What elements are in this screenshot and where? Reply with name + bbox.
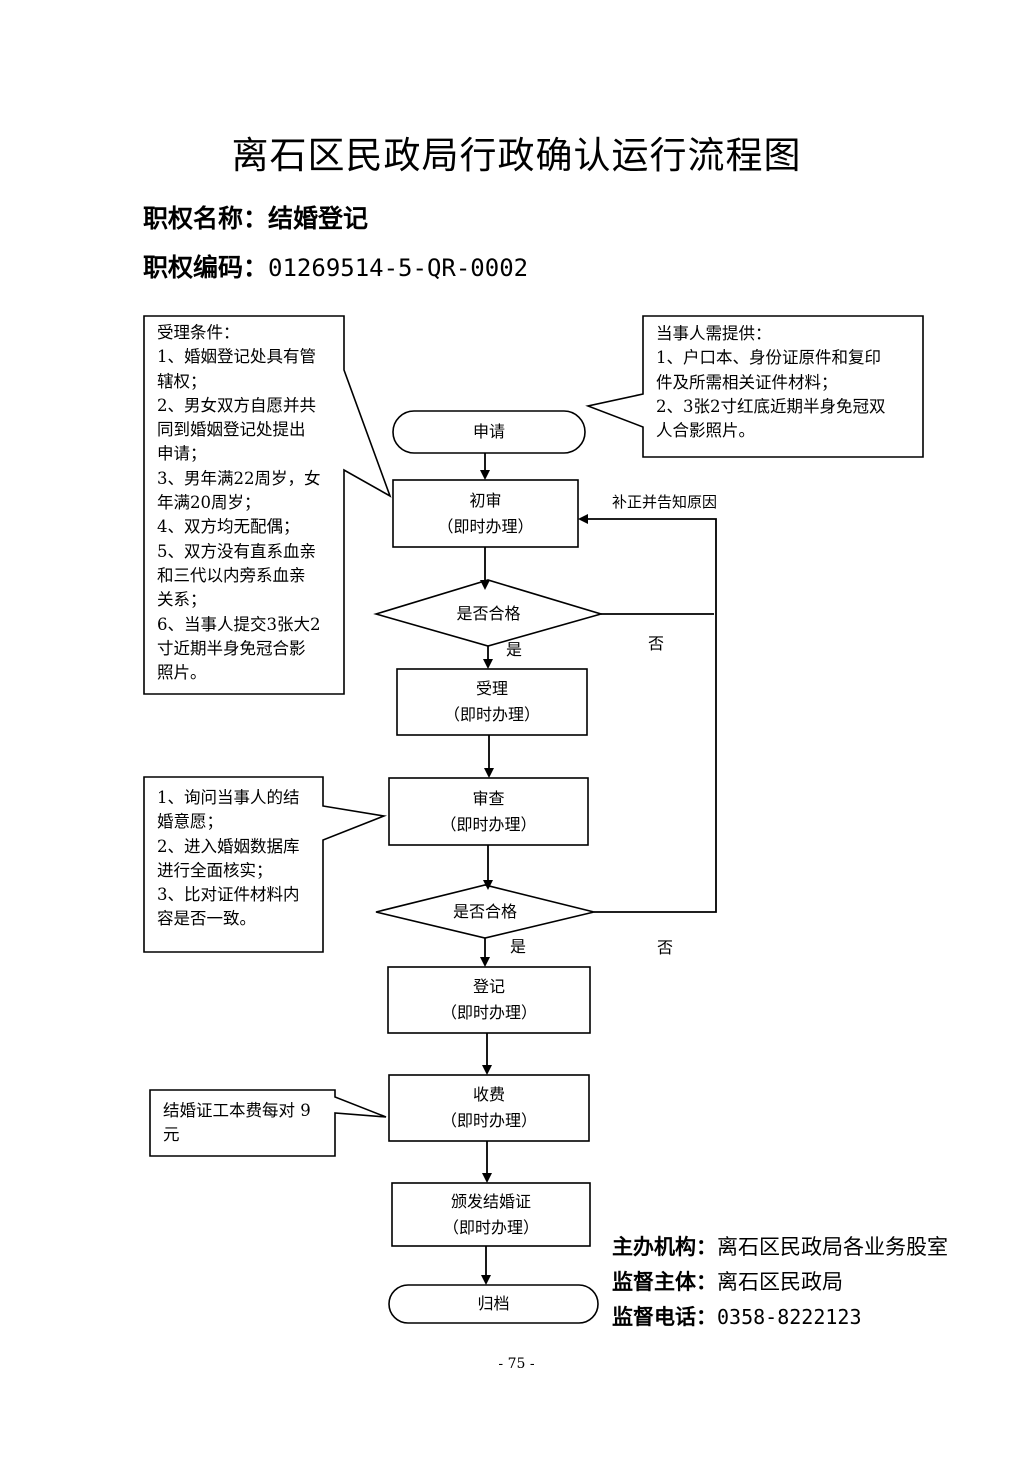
- node-label: 归档: [477, 1294, 510, 1313]
- footer-org-label: 主办机构：: [612, 1235, 717, 1259]
- node-label: 受理: [475, 679, 508, 698]
- callout-line: 2、男女双方自愿并共: [157, 395, 316, 415]
- node-review: 审查 （即时办理）: [389, 778, 588, 845]
- node-check1: 是否合格: [376, 598, 601, 630]
- node-sublabel: （即时办理）: [440, 814, 537, 834]
- footer-supervisor-label: 监督主体：: [612, 1270, 717, 1294]
- callout-conditions-shape: [143, 315, 392, 695]
- node-initial: 初审 （即时办理）: [393, 480, 578, 547]
- footer-supervisor: 监督主体：离石区民政局: [612, 1265, 843, 1300]
- edge-label-correct: 补正并告知原因: [612, 493, 718, 511]
- power-code-line: 职权编码：01269514-5-QR-0002: [143, 252, 528, 284]
- node-sublabel: （即时办理）: [440, 1111, 537, 1130]
- callout-line: 5、双方没有直系血亲: [157, 541, 316, 561]
- node-label: 是否合格: [452, 902, 517, 921]
- callout-line: 结婚证工本费每对 9: [163, 1101, 311, 1120]
- footer-phone: 监督电话：0358-8222123: [612, 1300, 862, 1335]
- callout-line: 件及所需相关证件材料；: [656, 372, 838, 392]
- callout-line: 3、比对证件材料内: [157, 885, 300, 905]
- callout-line: 1、询问当事人的结: [157, 788, 300, 807]
- callout-line: 3、男年满22周岁，女: [157, 468, 321, 488]
- edge-label-yes2: 是: [510, 937, 527, 956]
- callout-line: 受理条件：: [157, 323, 240, 342]
- callout-line: 1、户口本、身份证原件和复印: [656, 348, 881, 368]
- callout-line: 申请；: [157, 444, 207, 464]
- node-label: 初审: [469, 490, 502, 510]
- edge-check2-no-loop: [578, 514, 717, 913]
- footer-supervisor-value: 离石区民政局: [717, 1270, 843, 1294]
- node-apply-shape: [392, 410, 586, 454]
- footer-org: 主办机构：离石区民政局各业务股室: [612, 1230, 948, 1265]
- node-issue: 颁发结婚证 （即时办理）: [392, 1183, 590, 1246]
- node-archive-shape: [388, 1284, 599, 1324]
- node-accept: 受理 （即时办理）: [397, 669, 587, 735]
- node-label: 收费: [472, 1085, 505, 1104]
- callout-line: 寸近期半身免冠合影: [157, 638, 306, 658]
- node-label: 审查: [472, 788, 505, 808]
- callout-review: 1、询问当事人的结 婚意愿； 2、进入婚姻数据库 进行全面核实； 3、比对证件材…: [157, 786, 322, 932]
- footer-phone-label: 监督电话：: [612, 1305, 717, 1329]
- node-register-shape: [387, 966, 591, 1034]
- callout-line: 1、婚姻登记处具有管: [157, 347, 316, 367]
- callout-line: 元: [163, 1125, 180, 1145]
- node-label: 申请: [472, 422, 505, 441]
- node-sublabel: （即时办理）: [437, 516, 534, 536]
- callout-review-shape: [143, 776, 387, 953]
- callout-line: 和三代以内旁系血亲: [157, 565, 306, 585]
- callout-line: 人合影照片。: [656, 421, 755, 441]
- callout-line: 婚意愿；: [157, 812, 223, 832]
- footer-phone-value: 0358-8222123: [717, 1305, 862, 1329]
- callout-materials-shape: [585, 315, 924, 458]
- callout-conditions: 受理条件： 1、婚姻登记处具有管 辖权； 2、男女双方自愿并共 同到婚姻登记处提…: [157, 321, 342, 685]
- power-name-label: 职权名称：: [143, 204, 269, 233]
- power-name-line: 职权名称：结婚登记: [143, 203, 368, 235]
- node-sublabel: （即时办理）: [443, 705, 540, 724]
- node-initial-shape: [392, 479, 579, 548]
- footer-org-value: 离石区民政局各业务股室: [717, 1235, 948, 1259]
- node-label: 登记: [472, 977, 505, 996]
- node-register: 登记 （即时办理）: [388, 967, 590, 1033]
- edge-label-no1: 否: [648, 634, 665, 653]
- callout-line: 容是否一致。: [157, 909, 256, 929]
- node-label: 颁发结婚证: [450, 1191, 531, 1211]
- page-number: - 75 -: [498, 1356, 535, 1372]
- power-code-value: 01269514-5-QR-0002: [268, 254, 529, 282]
- callout-line: 年满20周岁；: [157, 493, 261, 513]
- node-check2: 是否合格: [376, 896, 594, 928]
- node-review-shape: [388, 777, 589, 846]
- node-archive: 归档: [389, 1285, 598, 1323]
- callout-line: 辖权；: [157, 371, 207, 391]
- node-sublabel: （即时办理）: [440, 1003, 537, 1022]
- power-name-value: 结婚登记: [268, 204, 369, 233]
- callout-line: 进行全面核实；: [157, 860, 273, 880]
- callout-materials: 当事人需提供： 1、户口本、身份证原件和复印 件及所需相关证件材料； 2、3张2…: [656, 322, 920, 443]
- page-title: 离石区民政局行政确认运行流程图: [231, 134, 802, 177]
- callout-line: 4、双方均无配偶；: [157, 517, 300, 537]
- callout-line: 同到婚姻登记处提出: [157, 420, 306, 440]
- callout-line: 2、进入婚姻数据库: [157, 836, 300, 856]
- node-label: 是否合格: [456, 604, 521, 623]
- callout-line: 当事人需提供：: [656, 324, 772, 343]
- edge-label-no2: 否: [657, 938, 674, 957]
- node-charge: 收费 （即时办理）: [389, 1075, 589, 1141]
- node-apply: 申请: [393, 411, 585, 453]
- node-charge-shape: [388, 1074, 590, 1142]
- callout-fee: 结婚证工本费每对 9 元: [163, 1099, 333, 1148]
- node-issue-shape: [391, 1182, 591, 1247]
- callout-line: 关系；: [157, 590, 207, 610]
- callout-line: 6、当事人提交3张大2: [157, 614, 321, 634]
- node-accept-shape: [396, 668, 588, 736]
- callout-line: 照片。: [157, 663, 207, 683]
- callout-fee-shape: [149, 1089, 387, 1157]
- edge-label-yes1: 是: [506, 640, 523, 659]
- node-sublabel: （即时办理）: [442, 1217, 539, 1237]
- power-code-label: 职权编码：: [143, 253, 269, 282]
- callout-line: 2、3张2寸红底近期半身免冠双: [656, 396, 886, 416]
